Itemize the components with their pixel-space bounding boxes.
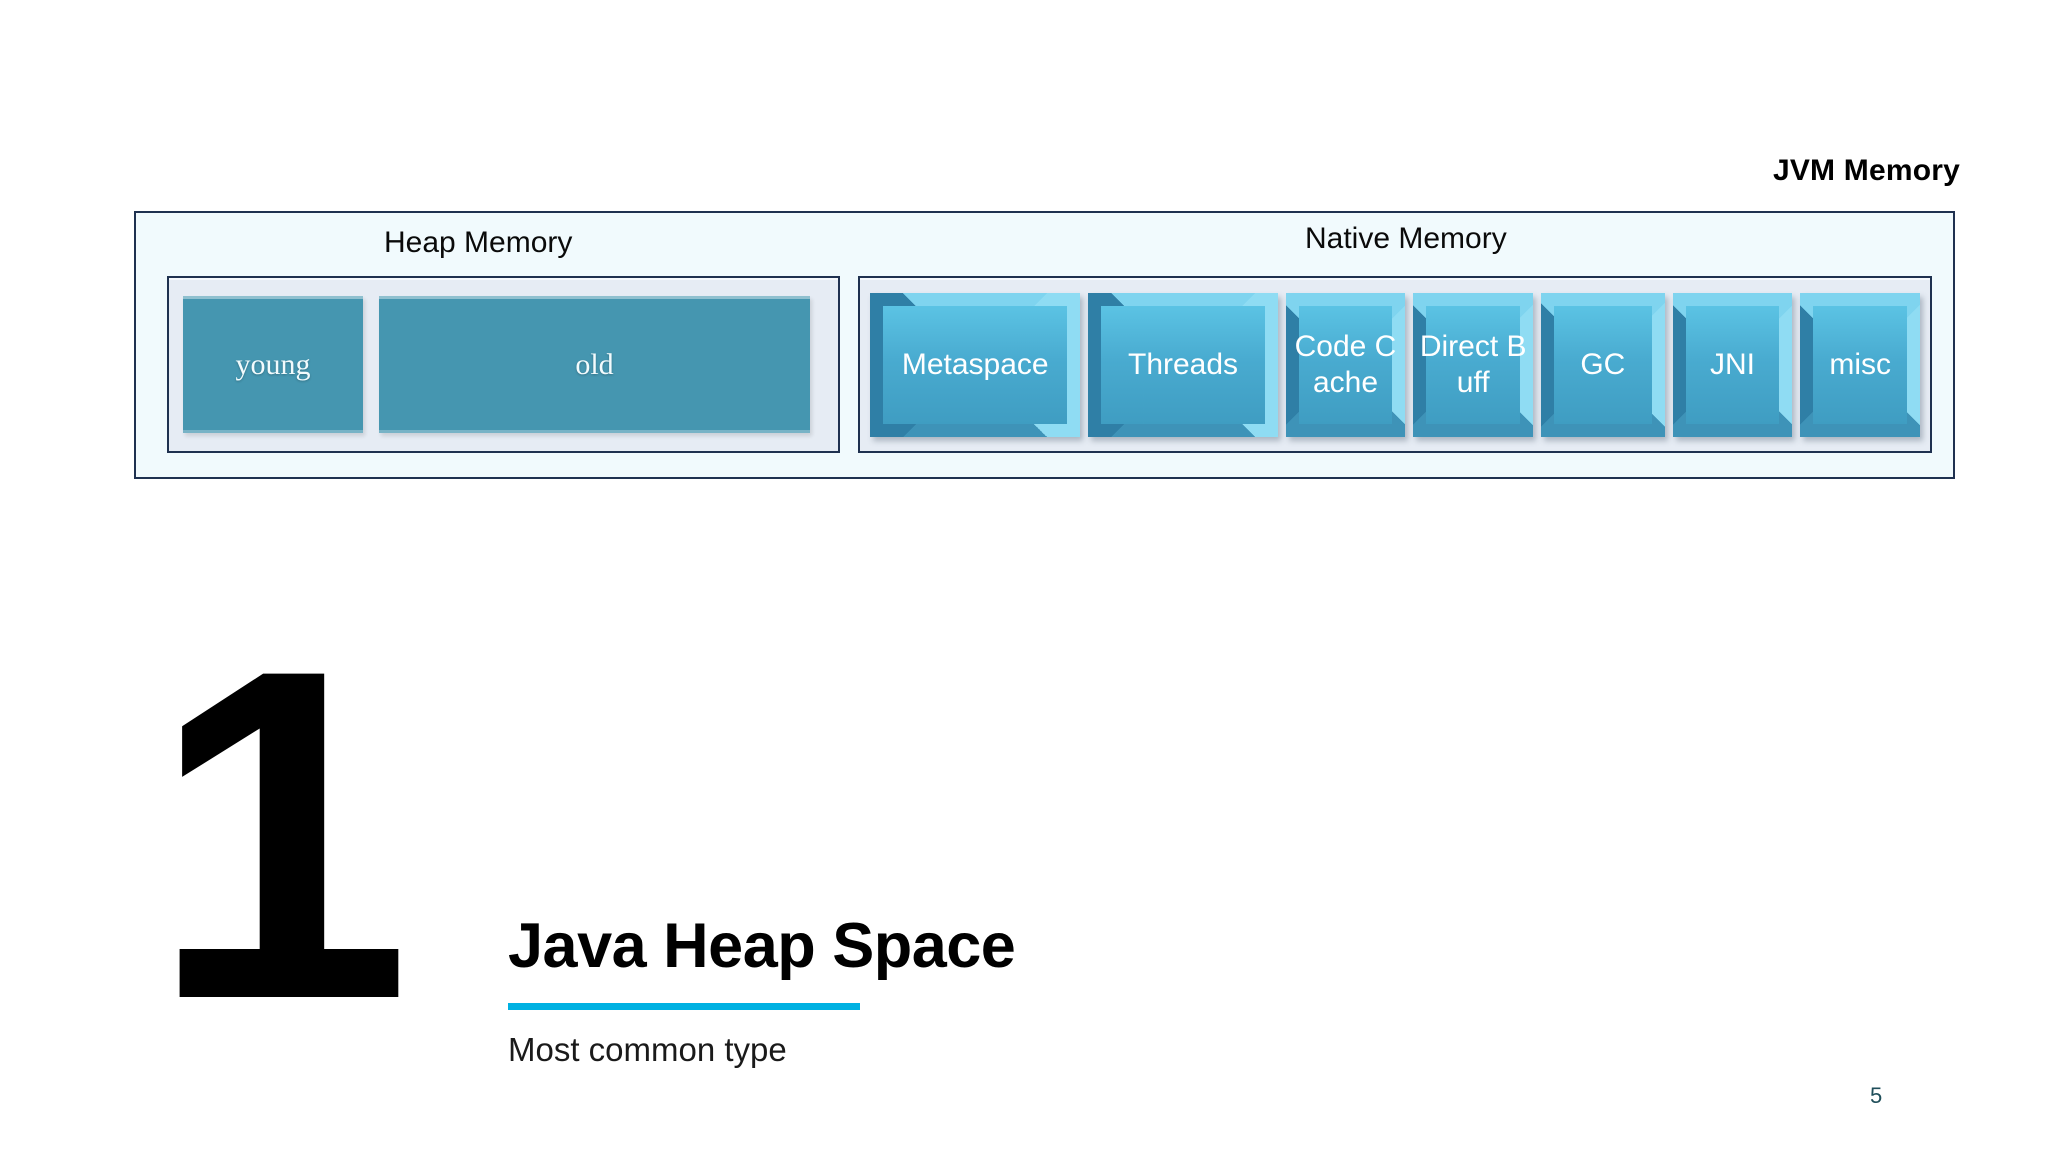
- jvm-memory-title: JVM Memory: [1772, 154, 1960, 187]
- native-region-threads-label: Threads: [1128, 347, 1239, 381]
- native-region-jni[interactable]: JNI: [1672, 292, 1793, 437]
- native-region-misc[interactable]: misc: [1800, 292, 1921, 437]
- native-region-direct-buff-label: Direct Buff: [1419, 329, 1527, 399]
- native-region-direct-buff[interactable]: Direct Buff: [1413, 292, 1534, 437]
- accent-underline: [508, 1003, 860, 1010]
- cell-face: [1298, 305, 1393, 424]
- cell-face: [1426, 305, 1521, 424]
- native-memory-container: Metaspace Threads Code Cache Direct Buff…: [858, 276, 1932, 453]
- heap-region-young-label: young: [235, 347, 311, 381]
- native-region-threads[interactable]: Threads: [1088, 292, 1278, 437]
- page-number: 5: [1870, 1083, 1883, 1108]
- heap-region-old-label: old: [575, 347, 614, 381]
- cell-face: [1813, 305, 1908, 424]
- native-memory-label: Native Memory: [1305, 222, 1507, 255]
- page-subtitle: Most common type: [508, 1031, 787, 1068]
- cell-face: [1685, 305, 1780, 424]
- page-title: Java Heap Space: [508, 911, 1016, 981]
- heap-memory-label: Heap Memory: [384, 226, 573, 259]
- native-region-gc[interactable]: GC: [1541, 292, 1665, 437]
- cell-face: [883, 305, 1068, 424]
- cell-face: [1101, 305, 1265, 424]
- native-region-metaspace-label: Metaspace: [901, 347, 1049, 381]
- native-region-misc-label: misc: [1829, 347, 1891, 381]
- native-region-jni-label: JNI: [1709, 347, 1755, 381]
- heap-memory-container: young old: [167, 276, 840, 453]
- section-number: 1: [150, 572, 412, 1097]
- native-region-metaspace[interactable]: Metaspace: [870, 292, 1081, 437]
- native-region-gc-label: GC: [1580, 347, 1626, 381]
- cell-face: [1554, 305, 1652, 424]
- heap-region-young[interactable]: young: [183, 296, 363, 433]
- native-region-code-cache[interactable]: Code Cache: [1285, 292, 1406, 437]
- native-region-code-cache-label: Code Cache: [1294, 329, 1397, 399]
- heap-region-old[interactable]: old: [379, 296, 810, 433]
